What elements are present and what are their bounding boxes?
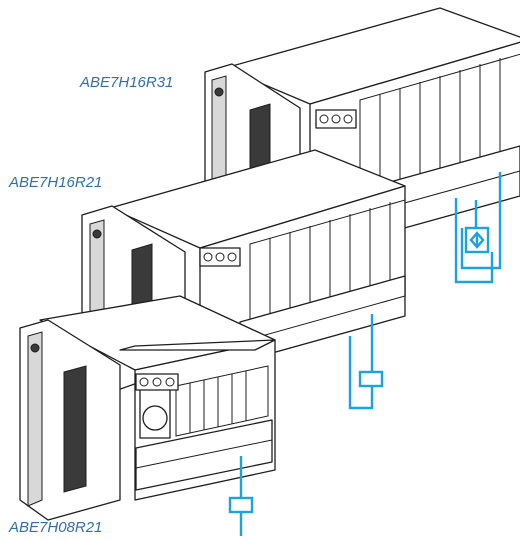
label-abe7h08r21: ABE7H08R21 [9,519,103,536]
rectangle-load-icon [358,370,384,388]
middle-screw-terminals [199,247,406,363]
wiring-top-sensor [454,172,502,284]
label-abe7h16r31: ABE7H16R31 [80,74,174,91]
wiring-bottom-load [228,456,254,536]
label-abe7h16r21: ABE7H16R21 [9,174,103,191]
module-abe7h08r21 [19,295,276,521]
top-relay-row [359,53,520,199]
wiring-middle-load [348,314,384,410]
rectangle-load-icon [228,496,254,514]
bottom-screw-terminals [135,373,273,491]
